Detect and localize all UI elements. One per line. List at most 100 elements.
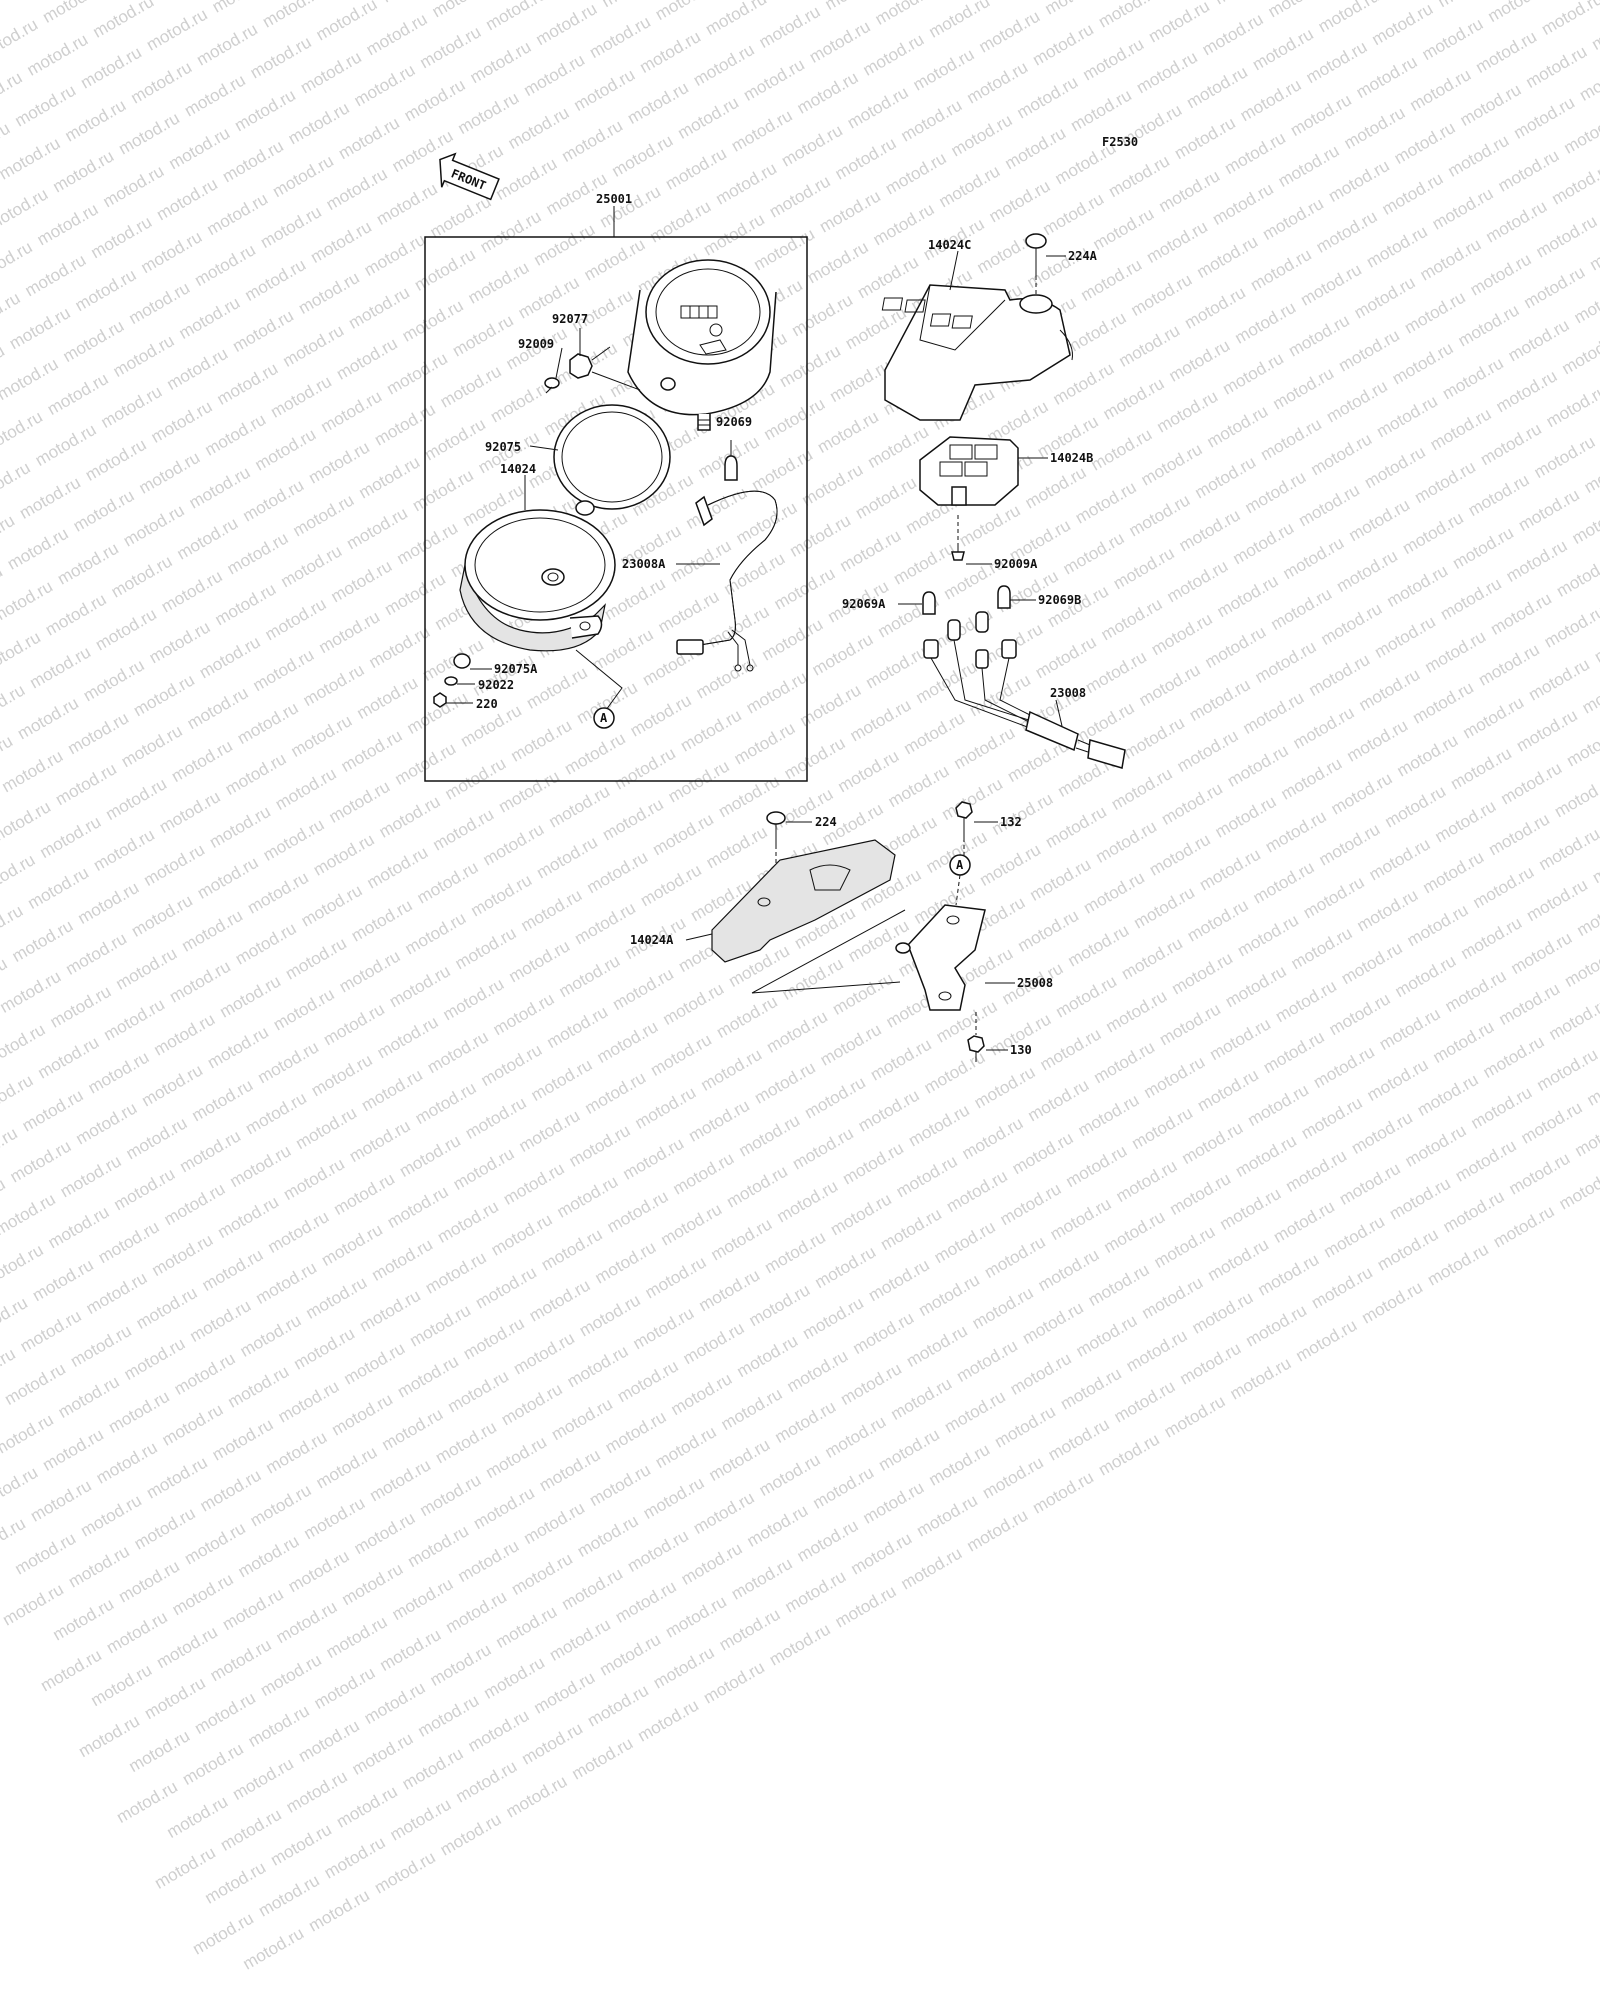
watermark-text: motod.ru bbox=[282, 1766, 351, 1817]
watermark-text: motod.ru bbox=[925, 1439, 994, 1490]
watermark-text: motod.ru bbox=[65, 1541, 133, 1592]
watermark-text: motod.ru bbox=[246, 1480, 315, 1531]
watermark-text: motod.ru bbox=[510, 1328, 578, 1379]
watermark-text: motod.ru bbox=[67, 1321, 135, 1372]
watermark-text: motod.ru bbox=[1057, 1363, 1125, 1414]
watermark-text: motod.ru bbox=[1424, 1239, 1492, 1290]
watermark-text: motod.ru bbox=[219, 1584, 287, 1635]
watermark-text: motod.ru bbox=[1292, 1315, 1361, 1366]
watermark-text: motod.ru bbox=[163, 1791, 232, 1842]
label-224: 224 bbox=[815, 815, 837, 829]
watermark-text: motod.ru bbox=[575, 1290, 644, 1341]
watermark-text: motod.ru bbox=[333, 1781, 401, 1832]
watermark-text: motod.ru bbox=[641, 1252, 710, 1303]
watermark-text: motod.ru bbox=[416, 1470, 485, 1521]
watermark-text: motod.ru bbox=[236, 1310, 305, 1361]
watermark-text: motod.ru bbox=[421, 1247, 490, 1298]
watermark-text: motod.ru bbox=[584, 1680, 652, 1731]
watermark-text: motod.ru bbox=[1226, 1353, 1295, 1404]
watermark-text: motod.ru bbox=[755, 1449, 824, 1500]
watermark-text: motod.ru bbox=[348, 1728, 417, 1779]
watermark-text: motod.ru bbox=[206, 1635, 275, 1686]
watermark-text: motod.ru bbox=[639, 1473, 708, 1524]
label-14024: 14024 bbox=[500, 462, 536, 476]
washer-92022 bbox=[444, 676, 458, 686]
watermark-text: motod.ru bbox=[530, 1667, 599, 1718]
watermark-text: motod.ru bbox=[596, 1629, 664, 1680]
watermark-text: motod.ru bbox=[877, 1204, 945, 1255]
watermark-text: motod.ru bbox=[634, 1695, 702, 1746]
label-92069: 92069 bbox=[716, 415, 752, 429]
watermark-text: motod.ru bbox=[338, 1559, 407, 1610]
watermark-text: motod.ru bbox=[981, 1232, 1049, 1283]
label-92077: 92077 bbox=[552, 312, 588, 326]
watermark-text: motod.ru bbox=[601, 1407, 670, 1458]
watermark-text: motod.ru bbox=[125, 1726, 194, 1777]
watermark-text: motod.ru bbox=[1373, 1224, 1442, 1275]
watermark-text: motod.ru bbox=[963, 1505, 1032, 1556]
watermark-text: motod.ru bbox=[761, 1227, 829, 1278]
watermark-text: motod.ru bbox=[464, 1705, 533, 1756]
watermark-text: motod.ru bbox=[1242, 1300, 1310, 1351]
watermark-text: motod.ru bbox=[472, 1262, 540, 1313]
watermark-text: motod.ru bbox=[234, 1531, 303, 1582]
watermark-text: motod.ru bbox=[1044, 1414, 1113, 1465]
ref-marker-a-right-label: A bbox=[956, 858, 964, 872]
label-224a: 224A bbox=[1068, 249, 1098, 263]
watermark-text: motod.ru bbox=[1095, 1429, 1163, 1480]
watermark-text: motod.ru bbox=[897, 1543, 966, 1594]
watermark-text: motod.ru bbox=[546, 1614, 614, 1665]
watermark-text: motod.ru bbox=[29, 1255, 97, 1306]
watermark-text: motod.ru bbox=[717, 1384, 786, 1435]
watermark-text: motod.ru bbox=[809, 1462, 878, 1513]
watermark-text: motod.ru bbox=[525, 1275, 594, 1326]
watermark-text: motod.ru bbox=[558, 1563, 626, 1614]
watermark-text: motod.ru bbox=[930, 1217, 999, 1268]
watermark-text: motod.ru bbox=[662, 1591, 730, 1642]
watermark-text: motod.ru bbox=[1006, 1348, 1075, 1399]
label-92009a: 92009A bbox=[994, 557, 1038, 571]
watermark-text: motod.ru bbox=[186, 1295, 255, 1346]
watermark-text: motod.ru bbox=[847, 1528, 916, 1579]
label-130: 130 bbox=[1010, 1043, 1032, 1057]
watermark-text: motod.ru bbox=[733, 1331, 802, 1382]
watermark-text: motod.ru bbox=[444, 1366, 512, 1417]
watermark-text: motod.ru bbox=[470, 1483, 538, 1534]
ref-marker-a-left-label: A bbox=[600, 711, 608, 725]
label-23008: 23008 bbox=[1050, 686, 1086, 700]
socket-block-14024b bbox=[919, 436, 1019, 506]
watermark-text: motod.ru bbox=[563, 1341, 632, 1392]
watermark-text: motod.ru bbox=[394, 1351, 462, 1402]
watermark-text: motod.ru bbox=[398, 1743, 467, 1794]
screw-92009a bbox=[951, 545, 965, 561]
watermark-text: motod.ru bbox=[16, 1306, 85, 1357]
watermark-text: motod.ru bbox=[520, 1498, 588, 1549]
label-25008: 25008 bbox=[1017, 976, 1053, 990]
watermark-text: motod.ru bbox=[305, 1885, 373, 1936]
watermark-text: motod.ru bbox=[244, 1701, 313, 1752]
watermark-text: motod.ru bbox=[404, 1521, 472, 1572]
watermark-text: motod.ru bbox=[492, 1601, 561, 1652]
watermark-text: motod.ru bbox=[783, 1346, 852, 1397]
watermark-text: motod.ru bbox=[436, 1809, 505, 1860]
watermark-text: motod.ru bbox=[132, 1283, 201, 1334]
watermark-text: motod.ru bbox=[454, 1536, 523, 1587]
label-92069a: 92069A bbox=[842, 597, 886, 611]
watermark-text: motod.ru bbox=[727, 1553, 796, 1604]
watermark-text: motod.ru bbox=[115, 1556, 183, 1607]
label-14024a: 14024A bbox=[630, 933, 674, 947]
watermark-text: motod.ru bbox=[568, 1733, 637, 1784]
watermark-text: motod.ru bbox=[459, 1313, 528, 1364]
watermark-text: motod.ru bbox=[356, 1285, 424, 1336]
watermark-text: motod.ru bbox=[865, 1255, 933, 1306]
watermark-text: motod.ru bbox=[406, 1300, 474, 1351]
bulb-92069 bbox=[724, 440, 738, 481]
watermark-text: motod.ru bbox=[239, 1923, 308, 1974]
watermark-text: motod.ru bbox=[700, 1657, 768, 1708]
watermark-text: motod.ru bbox=[508, 1549, 576, 1600]
watermark-text: motod.ru bbox=[573, 1511, 642, 1562]
watermark-text: motod.ru bbox=[264, 1207, 333, 1258]
watermark-text: motod.ru bbox=[371, 1847, 439, 1898]
watermark-text: motod.ru bbox=[1204, 1234, 1272, 1285]
watermark-text: motod.ru bbox=[1072, 1310, 1141, 1361]
